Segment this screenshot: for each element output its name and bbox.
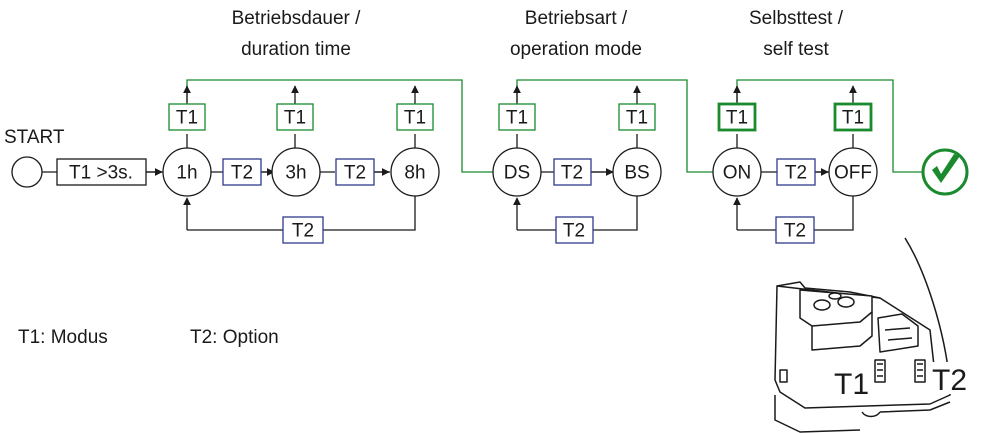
state-1h bbox=[162, 147, 212, 197]
selftest-header-en: self test bbox=[763, 39, 829, 60]
t1-box-1h bbox=[168, 103, 206, 131]
state-off-label: OFF bbox=[834, 163, 872, 184]
duration-header-en: duration time bbox=[241, 39, 351, 60]
t1-box-bs bbox=[618, 103, 656, 131]
t1-box-off bbox=[833, 102, 873, 132]
t1-box-on bbox=[717, 102, 757, 132]
t1-box-label: T1 bbox=[726, 108, 748, 129]
selftest-header-de: Selbsttest / bbox=[749, 8, 844, 29]
state-bs bbox=[612, 147, 662, 197]
state-1h-label: 1h bbox=[176, 163, 197, 184]
state-on-label: ON bbox=[723, 163, 752, 184]
transition-arrows bbox=[146, 85, 857, 230]
checkmark-circle-icon bbox=[921, 148, 969, 196]
device-label-t2: T2 bbox=[932, 364, 967, 397]
t1-box-3h bbox=[276, 103, 314, 131]
t1-box-ds bbox=[498, 103, 536, 131]
t2-box-on-off bbox=[776, 158, 816, 186]
t1-box-label: T1 bbox=[842, 108, 864, 129]
t2-box-label: T2 bbox=[344, 163, 366, 184]
t2-box-label: T2 bbox=[561, 163, 583, 184]
legend-t2: T2: Option bbox=[190, 327, 279, 348]
device-label-t1: T1 bbox=[834, 368, 869, 401]
legend-t1: T1: Modus bbox=[18, 327, 108, 348]
t2-box-label: T2 bbox=[292, 221, 314, 242]
t1-box-label: T1 bbox=[506, 108, 528, 129]
device-illustration bbox=[774, 237, 970, 433]
t2-box-ds-bs bbox=[553, 158, 592, 186]
mode-header-en: operation mode bbox=[510, 39, 642, 60]
t1-box-label: T1 bbox=[626, 108, 648, 129]
state-8h bbox=[390, 147, 440, 197]
t2-box-8h-1h bbox=[282, 216, 324, 244]
t1-box-label: T1 bbox=[284, 108, 306, 129]
start-condition-box bbox=[56, 158, 147, 186]
t2-box-label: T2 bbox=[231, 163, 253, 184]
t2-box-label: T2 bbox=[785, 163, 807, 184]
t2-box-3h-8h bbox=[335, 158, 375, 186]
t2-box-1h-3h bbox=[222, 158, 262, 186]
state-bs-label: BS bbox=[624, 163, 649, 184]
state-off bbox=[828, 147, 878, 197]
state-3h bbox=[271, 147, 321, 197]
t2-box-bs-ds bbox=[555, 216, 594, 244]
start-condition-label: T1 >3s. bbox=[69, 163, 133, 184]
t1-box-label: T1 bbox=[176, 108, 198, 129]
t2-box-off-on bbox=[775, 216, 815, 244]
t1-box-label: T1 bbox=[404, 108, 426, 129]
start-label: START bbox=[4, 127, 65, 148]
state-8h-label: 8h bbox=[404, 163, 425, 184]
mode-header-de: Betriebsart / bbox=[525, 8, 628, 29]
state-3h-label: 3h bbox=[285, 163, 306, 184]
state-ds bbox=[492, 147, 542, 197]
state-ds-label: DS bbox=[504, 163, 530, 184]
start-node bbox=[11, 156, 43, 188]
t2-box-label: T2 bbox=[563, 221, 585, 242]
t2-box-label: T2 bbox=[784, 221, 806, 242]
state-on bbox=[712, 147, 762, 197]
duration-header-de: Betriebsdauer / bbox=[232, 8, 362, 29]
t1-box-8h bbox=[396, 103, 434, 131]
